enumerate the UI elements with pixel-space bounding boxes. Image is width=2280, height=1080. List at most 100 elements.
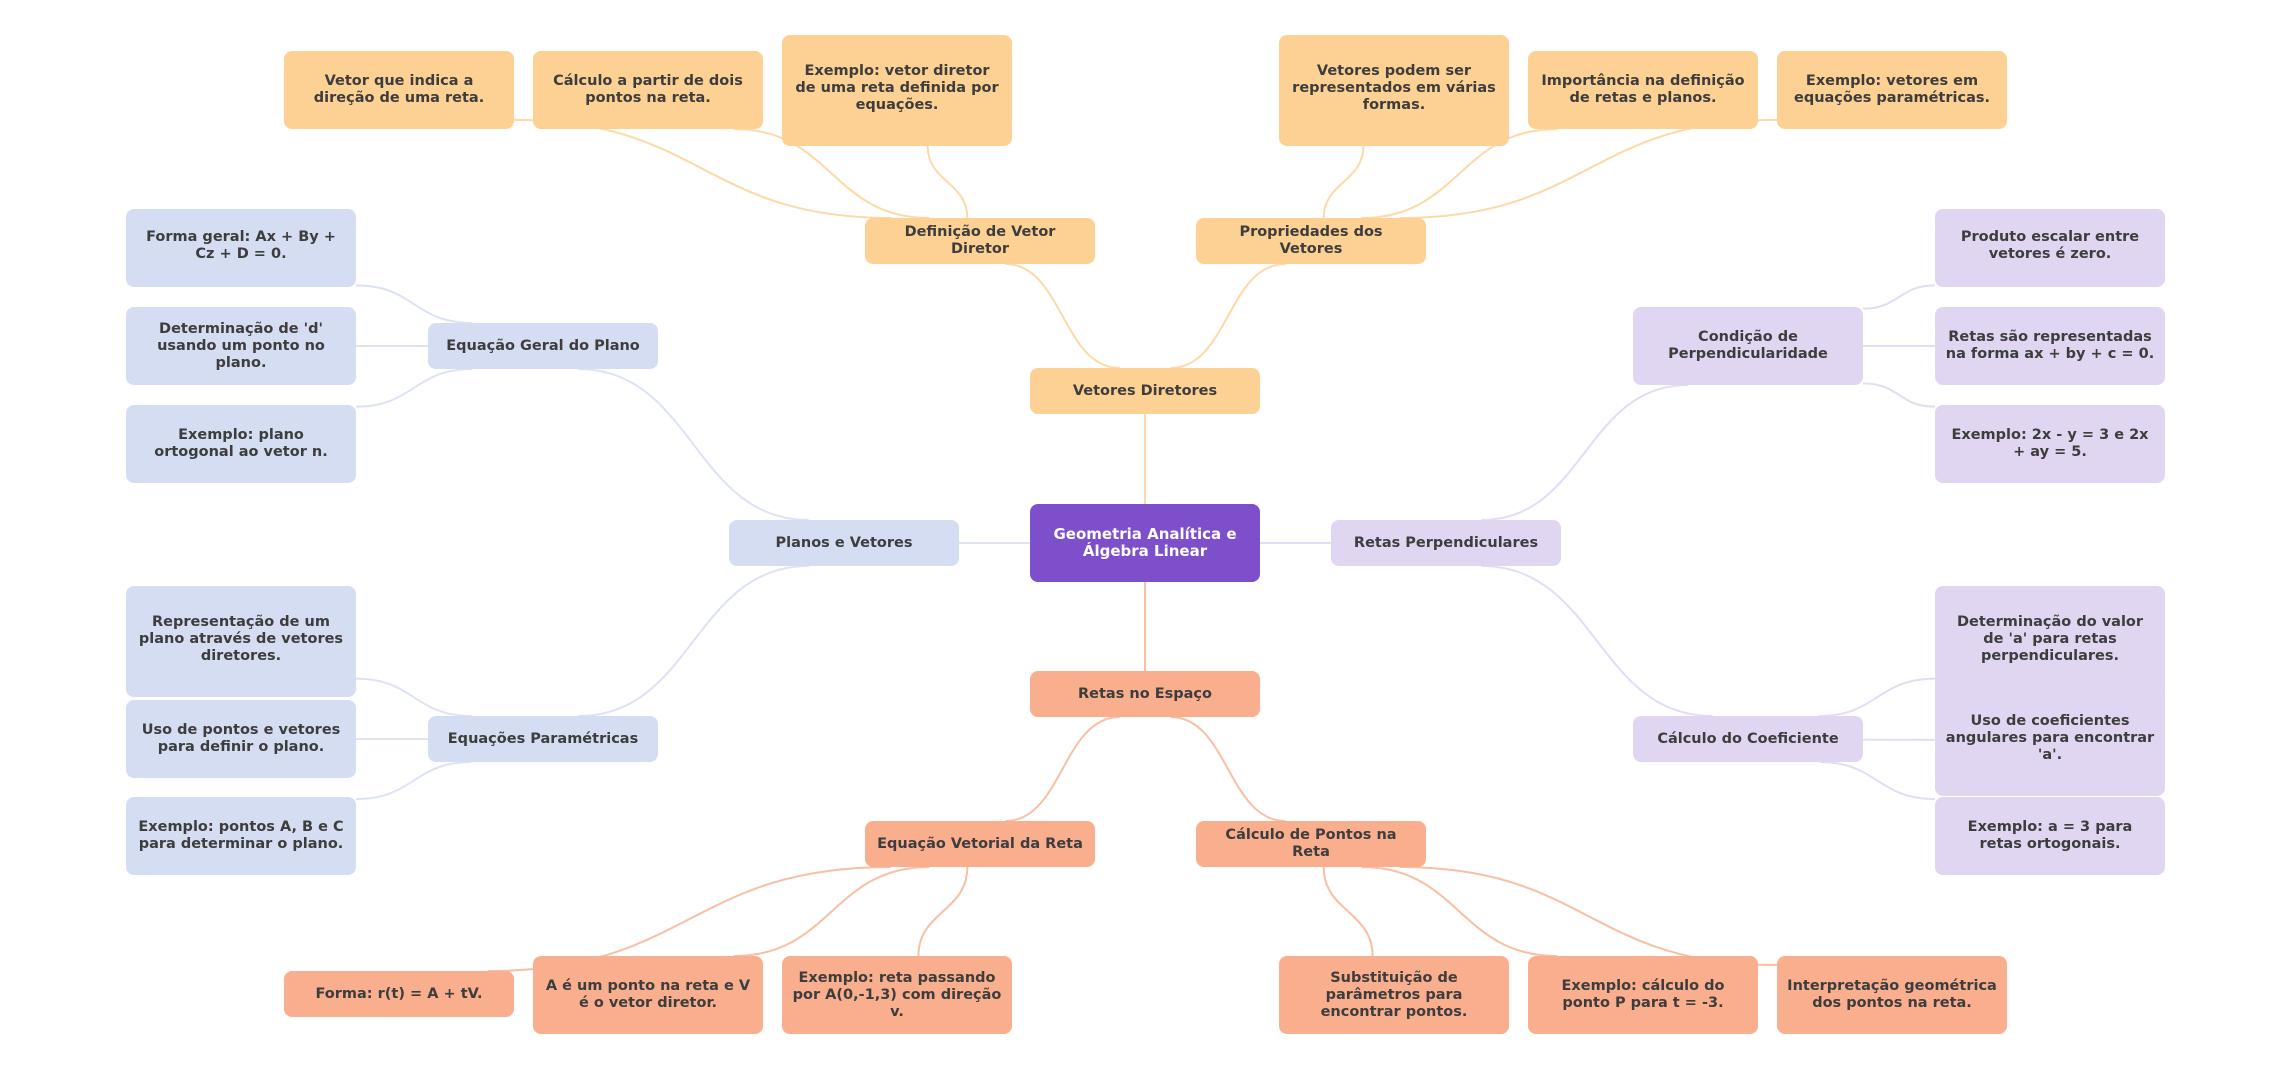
leaf-node[interactable]: Importância na definição de retas e plan… xyxy=(1528,51,1758,129)
leaf-label: Produto escalar entre vetores é zero. xyxy=(1960,229,2140,262)
connector-branch-topic xyxy=(578,565,809,717)
topic-definicao-vetor-diretor[interactable]: Definição de Vetor Diretor xyxy=(865,218,1095,264)
leaf-label: Cálculo a partir de dois pontos na reta. xyxy=(553,73,743,106)
connector-topic-leaf xyxy=(917,866,969,957)
branch-label: Retas Perpendiculares xyxy=(1353,534,1539,551)
leaf-node[interactable]: Vetor que indica a direção de uma reta. xyxy=(284,51,514,129)
leaf-label: Vetor que indica a direção de uma reta. xyxy=(313,73,485,106)
topic-label: Cálculo de Pontos na Reta xyxy=(1225,827,1397,860)
leaf-node[interactable]: Exemplo: reta passando por A(0,-1,3) com… xyxy=(782,956,1012,1034)
connector-topic-leaf xyxy=(1361,128,1558,219)
leaf-node[interactable]: Retas são representadas na forma ax + by… xyxy=(1935,307,2165,385)
branch-planos-e-vetores[interactable]: Planos e Vetores xyxy=(729,520,959,566)
branch-retas-perpendiculares[interactable]: Retas Perpendiculares xyxy=(1331,520,1561,566)
leaf-node[interactable]: Exemplo: plano ortogonal ao vetor n. xyxy=(126,405,356,483)
leaf-label: Exemplo: vetor diretor de uma reta defin… xyxy=(795,63,999,113)
connector-branch-topic xyxy=(1005,263,1120,369)
leaf-label: Uso de pontos e vetores para definir o p… xyxy=(141,722,341,755)
root-node[interactable]: Geometria Analítica e Álgebra Linear xyxy=(1030,504,1260,582)
connector-topic-leaf xyxy=(1862,284,1936,310)
leaf-label: Exemplo: 2x - y = 3 e 2x + ay = 5. xyxy=(1951,427,2149,460)
leaf-node[interactable]: Exemplo: vetores em equações paramétrica… xyxy=(1777,51,2007,129)
connector-branch-topic xyxy=(1481,384,1689,521)
leaf-node[interactable]: Forma: r(t) = A + tV. xyxy=(284,971,514,1017)
leaf-label: Vetores podem ser representados em vária… xyxy=(1292,63,1496,113)
leaf-label: Exemplo: vetores em equações paramétrica… xyxy=(1793,73,1990,106)
leaf-label: Forma geral: Ax + By + Cz + D = 0. xyxy=(146,229,336,262)
branch-label: Vetores Diretores xyxy=(1072,382,1218,399)
leaf-label: Exemplo: a = 3 para retas ortogonais. xyxy=(1967,819,2133,852)
connector-branch-topic xyxy=(1481,565,1713,717)
topic-equacao-geral-plano[interactable]: Equação Geral do Plano xyxy=(428,323,658,369)
leaf-label: Substituição de parâmetros para encontra… xyxy=(1320,969,1468,1020)
leaf-node[interactable]: Exemplo: pontos A, B e C para determinar… xyxy=(126,797,356,875)
connector-branch-topic xyxy=(1005,716,1120,822)
connector-topic-leaf xyxy=(355,284,473,324)
root-node-label: Geometria Analítica e Álgebra Linear xyxy=(1053,525,1237,560)
leaf-node[interactable]: Vetores podem ser representados em vária… xyxy=(1279,35,1509,146)
leaf-node[interactable]: Interpretação geométrica dos pontos na r… xyxy=(1777,956,2007,1034)
leaf-label: Exemplo: plano ortogonal ao vetor n. xyxy=(154,427,328,460)
leaf-node[interactable]: Exemplo: 2x - y = 3 e 2x + ay = 5. xyxy=(1935,405,2165,483)
leaf-node[interactable]: A é um ponto na reta e V é o vetor diret… xyxy=(533,956,763,1034)
topic-calculo-pontos-reta[interactable]: Cálculo de Pontos na Reta xyxy=(1196,821,1426,867)
leaf-node[interactable]: Determinação do valor de 'a' para retas … xyxy=(1935,586,2165,697)
connector-topic-leaf xyxy=(733,866,930,957)
leaf-node[interactable]: Cálculo a partir de dois pontos na reta. xyxy=(533,51,763,129)
topic-label: Equação Geral do Plano xyxy=(446,337,640,354)
leaf-label: A é um ponto na reta e V é o vetor diret… xyxy=(545,978,751,1011)
leaf-node[interactable]: Forma geral: Ax + By + Cz + D = 0. xyxy=(126,209,356,287)
leaf-label: Determinação do valor de 'a' para retas … xyxy=(1956,614,2144,664)
leaf-label: Interpretação geométrica dos pontos na r… xyxy=(1787,978,1997,1011)
connector-topic-leaf xyxy=(1862,382,1936,408)
topic-equacoes-parametricas[interactable]: Equações Paramétricas xyxy=(428,716,658,762)
leaf-node[interactable]: Exemplo: vetor diretor de uma reta defin… xyxy=(782,35,1012,146)
connector-branch-topic xyxy=(1170,716,1286,822)
topic-equacao-vetorial-reta[interactable]: Equação Vetorial da Reta xyxy=(865,821,1095,867)
leaf-node[interactable]: Representação de um plano através de vet… xyxy=(126,586,356,697)
connector-topic-leaf xyxy=(1322,866,1374,957)
leaf-node[interactable]: Produto escalar entre vetores é zero. xyxy=(1935,209,2165,287)
leaf-node[interactable]: Exemplo: cálculo do ponto P para t = -3. xyxy=(1528,956,1758,1034)
connector-topic-leaf xyxy=(355,761,472,801)
topic-calculo-coeficiente[interactable]: Cálculo do Coeficiente xyxy=(1633,716,1863,762)
connector-branch-topic xyxy=(1170,263,1286,369)
connector-topic-leaf xyxy=(1819,761,1936,801)
connector-topic-leaf xyxy=(733,128,930,219)
leaf-node[interactable]: Substituição de parâmetros para encontra… xyxy=(1279,956,1509,1034)
connector-topic-leaf xyxy=(1322,145,1365,219)
topic-label: Definição de Vetor Diretor xyxy=(904,224,1056,257)
branch-label: Retas no Espaço xyxy=(1078,685,1212,702)
leaf-label: Exemplo: cálculo do ponto P para t = -3. xyxy=(1561,978,1725,1011)
leaf-node[interactable]: Exemplo: a = 3 para retas ortogonais. xyxy=(1935,797,2165,875)
connector-topic-leaf xyxy=(1819,677,1936,717)
topic-label: Equações Paramétricas xyxy=(447,730,639,747)
leaf-label: Determinação de 'd' usando um ponto no p… xyxy=(157,320,325,371)
topic-condicao-perpendicularidade[interactable]: Condição de Perpendicularidade xyxy=(1633,307,1863,385)
leaf-label: Exemplo: reta passando por A(0,-1,3) com… xyxy=(792,969,1002,1020)
connector-topic-leaf xyxy=(1399,866,1778,967)
leaf-node[interactable]: Determinação de 'd' usando um ponto no p… xyxy=(126,307,356,385)
topic-label: Equação Vetorial da Reta xyxy=(877,835,1083,852)
leaf-node[interactable]: Uso de coeficientes angulares para encon… xyxy=(1935,685,2165,796)
topic-label: Condição de Perpendicularidade xyxy=(1668,329,1828,362)
leaf-label: Retas são representadas na forma ax + by… xyxy=(1945,329,2155,362)
topic-propriedades-vetores[interactable]: Propriedades dos Vetores xyxy=(1196,218,1426,264)
leaf-label: Exemplo: pontos A, B e C para determinar… xyxy=(138,819,344,852)
leaf-label: Forma: r(t) = A + tV. xyxy=(315,985,483,1002)
leaf-label: Uso de coeficientes angulares para encon… xyxy=(1945,713,2155,763)
leaf-label: Importância na definição de retas e plan… xyxy=(1541,73,1745,106)
connector-topic-leaf xyxy=(355,677,472,717)
branch-retas-no-espaco[interactable]: Retas no Espaço xyxy=(1030,671,1260,717)
leaf-label: Representação de um plano através de vet… xyxy=(138,614,344,664)
branch-vetores-diretores[interactable]: Vetores Diretores xyxy=(1030,368,1260,414)
connector-topic-leaf xyxy=(1361,866,1558,957)
connector-branch-topic xyxy=(578,368,809,521)
connector-topic-leaf xyxy=(926,145,969,219)
connector-topic-leaf xyxy=(355,368,473,408)
topic-label: Propriedades dos Vetores xyxy=(1239,224,1383,257)
branch-label: Planos e Vetores xyxy=(775,534,913,551)
leaf-node[interactable]: Uso de pontos e vetores para definir o p… xyxy=(126,700,356,778)
topic-label: Cálculo do Coeficiente xyxy=(1657,730,1839,747)
